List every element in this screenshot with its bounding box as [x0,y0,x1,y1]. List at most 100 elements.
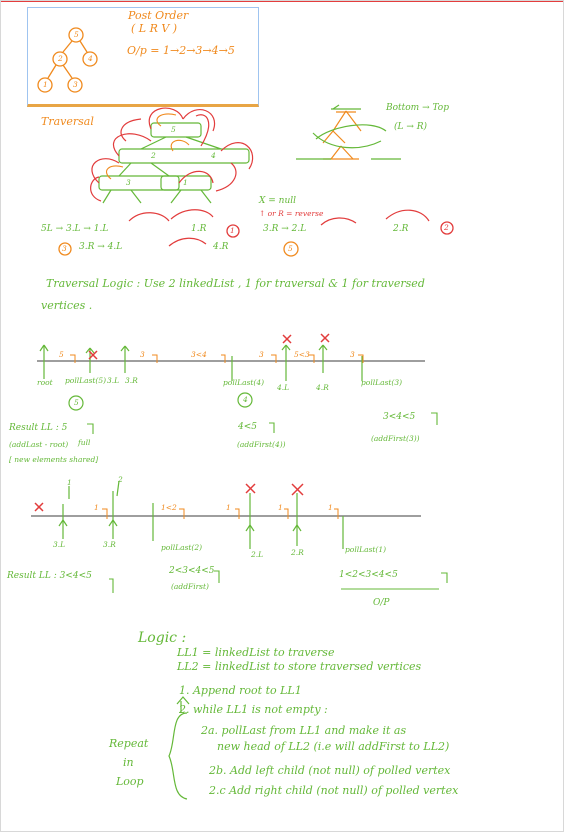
null-definition: X = null [259,196,297,206]
row2-top-label: 2 [118,475,123,484]
traversal-node: 5 [171,125,176,134]
row2-label: pollLast(2) [161,543,203,552]
row1-cell: 3 [259,350,264,359]
row1-label: 4.L [277,383,290,392]
result2-state: 2<3<4<5 [169,566,215,576]
repeat-label: Loop [116,775,144,788]
post-order-subtitle: ( L R V ) [131,22,178,35]
top-tree [37,27,98,93]
row1-label: root [37,378,53,387]
traversal-node: 1 [183,178,188,187]
tree-node-label: 5 [74,30,79,39]
logic-step2a: 2a. pollLast from LL1 and make it as [201,724,407,737]
row1-label: 3.R [125,376,138,385]
sequence-step: 3.R → 4.L [79,242,123,252]
row2-brackets [102,508,339,519]
row2-label: pollLast(1) [345,545,387,554]
tree-node-label: 3 [73,80,78,89]
final-output: 1<2<3<4<5 [339,570,398,580]
sequence-reverse-arrows [128,209,430,247]
row1-label: 4.R [316,383,329,392]
traversal-heading: Traversal [41,115,94,128]
logic-step1: 1. Append root to LL1 [179,684,302,697]
row1-label: pollLast(3) [361,378,403,387]
row2-label: 3.R [103,540,116,549]
row2-label: 2.L [251,550,264,559]
row2-top-label: 1 [67,478,72,487]
sequence-output: 5 [288,244,293,253]
sequence-circles [226,221,454,238]
logic-step2a-cont: new head of LL2 (i.e will addFirst to LL… [217,740,450,753]
sequence-step: 2.R [393,224,409,234]
row1-cell: 3<4 [191,350,207,359]
traversal-orange-loops [106,113,190,180]
row1-label: 3.L [107,376,120,385]
traversal-node: 3 [126,178,131,187]
row1-cell: 5<3 [294,350,310,359]
bottom-top-label: Bottom → Top [386,103,449,113]
row1-circles [68,392,253,411]
logic-ll1: LL1 = linkedList to traverse [177,646,335,659]
sequence-step: 3.R → 2.L [263,224,307,234]
result2-line1: Result LL : 3<4<5 [7,571,92,581]
result1-state: 4<5 [238,422,257,432]
sequence-step: 5L → 3.L → 1.L [41,224,109,234]
row2-label: 3.L [53,540,66,549]
traversal-node: 4 [211,151,216,160]
row1-crosses [88,333,330,360]
traversal-node: 2 [151,151,156,160]
result2-state-note: (addFirst) [171,582,209,591]
sequence-output: 3 [62,244,67,253]
traversal-arrows [90,107,254,202]
logic-step2c: 2.c Add right child (not null) of polled… [209,784,459,797]
selected-image-frame[interactable] [27,7,259,107]
logic-intro-line2: vertices . [41,299,93,312]
row1-circle-label: 4 [243,395,248,404]
node-circle [68,27,84,43]
row1-label: pollLast(5) [65,376,107,385]
output-label: O/P [373,598,390,608]
result1-line1: Result LL : 5 [9,423,68,433]
mini-tree [322,110,362,160]
result1-line2: (addLast - root) [9,440,69,449]
sequence-step: 4.R [213,242,229,252]
row1-circle-label: 5 [74,398,79,407]
row2-crosses [34,483,304,512]
repeat-label: Repeat [109,737,149,750]
logic-heading: Logic : [138,630,187,646]
tree-node-label: 2 [58,54,63,63]
sequence-output: 1 [230,226,235,235]
post-order-title: Post Order [128,9,189,22]
logic-ll2: LL2 = linkedList to store traversed vert… [177,660,422,673]
post-order-output: O/p = 1→2→3→4→5 [127,44,235,57]
result1-state: 3<4<5 [383,412,416,422]
row1-cell: 3 [140,350,145,359]
logic-intro-line1: Traversal Logic : Use 2 linkedList , 1 f… [46,277,425,290]
reverse-definition: ↑ or R = reverse [259,209,324,218]
bottom-top-direction: (L → R) [394,122,428,132]
logic-step2: 2. while LL1 is not empty : [179,703,328,716]
repeat-brace [168,696,190,800]
row2-cell: 1 [328,503,333,512]
row1-label: pollLast(4) [223,378,265,387]
result1-brackets [87,412,438,434]
result1-state-note: (addFirst(4)) [237,440,286,449]
row2-markers [58,480,344,549]
row2-cell: 1<2 [161,503,177,512]
sequence-output: 2 [444,223,449,232]
sequence-step: 1.R [191,224,207,234]
row1-markers [39,344,363,381]
row2-cell: 1 [94,503,99,512]
row1-cell: 3 [350,350,355,359]
sequence-orange-circles [58,241,299,257]
result1-line3: [ new elements shared] [9,455,99,464]
row1-cell: 5 [59,350,64,359]
row2-output-bar [109,570,448,593]
row1-brackets [70,354,364,363]
logic-step2b: 2b. Add left child (not null) of polled … [209,764,451,777]
row2-label: 2.R [291,548,304,557]
row2-cell: 1 [226,503,231,512]
result1-state-note: (addFirst(3)) [371,434,420,443]
